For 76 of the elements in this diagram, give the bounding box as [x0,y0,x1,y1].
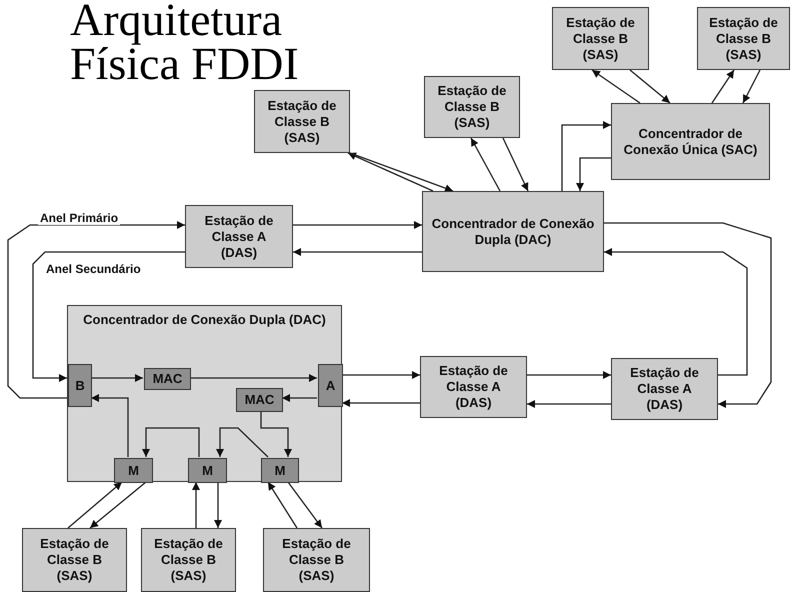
port-label: M [128,462,139,478]
arrow [293,248,422,256]
arrow [7,221,185,399]
node-label: Estação de Classe B (SAS) [39,536,110,584]
edge-label: Anel Primário [38,211,120,225]
node-label: Estação de Classe B (SAS) [708,14,779,62]
arrow [32,251,185,382]
arrow [192,482,200,528]
arrow [342,371,420,379]
arrow [260,411,292,457]
arrow [216,427,268,458]
node-label: Estação de Classe B (SAS) [565,14,636,62]
edge-label: Anel Secundário [44,262,143,276]
arrow [91,394,129,457]
arrow [742,70,761,104]
port-label: A [326,378,336,394]
arrow [630,70,670,104]
arrow [470,138,501,192]
arrow [214,482,222,528]
port-box [114,458,153,483]
station-box [552,7,649,70]
arrow [293,221,422,229]
arrow [342,399,420,407]
node-label: Concentrador de Conexão Única (SAC) [622,126,758,158]
node-label: Estação de Classe B (SAS) [281,536,352,584]
port-label: MAC [152,371,182,387]
arrow [267,482,298,528]
node-label: Concentrador de Conexão Dupla (DAC) [431,216,595,248]
arrow [350,152,454,192]
port-box [236,388,283,412]
port-label: B [75,378,85,394]
node-label: Estação de Classe B (SAS) [266,98,338,146]
arrow [561,121,611,191]
slide-title: Arquitetura Física FDDI [70,0,300,86]
station-box [141,528,236,592]
arrow [90,482,146,528]
port-label: MAC [244,392,274,408]
concentrator-box [611,103,770,180]
port-label: M [274,462,286,478]
station-box [424,76,520,138]
arrow [604,248,748,376]
station-box [263,528,370,592]
port-box [318,364,343,407]
port-box [261,458,299,483]
arrow [91,374,143,382]
port-label: M [202,462,213,478]
arrow [348,152,434,192]
port-box [144,368,191,390]
arrow [502,138,529,192]
node-label: Estação de Classe A (DAS) [204,212,274,260]
node-label: Estação de Classe B (SAS) [153,536,224,584]
station-box [185,205,293,268]
arrow [711,70,735,104]
node-label: Estação de Classe B (SAS) [436,83,508,131]
arrow [527,371,611,379]
arrow [282,394,317,402]
node-label: Estação de Classe A (DAS) [438,363,509,411]
arrow [604,222,772,408]
station-box [697,7,790,70]
station-box [611,358,718,420]
station-box [22,528,127,592]
arrow [68,482,122,528]
node-label: Concentrador de Conexão Dupla (DAC) [83,312,326,328]
node-label: Estação de Classe A (DAS) [629,365,700,413]
arrow [527,400,611,408]
station-box [420,356,527,418]
station-box [254,90,350,153]
port-box [188,458,227,483]
concentrator-panel [67,305,342,482]
arrow [576,157,611,191]
arrow [287,482,323,528]
port-box [68,364,92,407]
arrow [142,427,200,457]
arrow [190,374,317,382]
arrow [592,69,640,104]
concentrator-box [422,191,604,272]
